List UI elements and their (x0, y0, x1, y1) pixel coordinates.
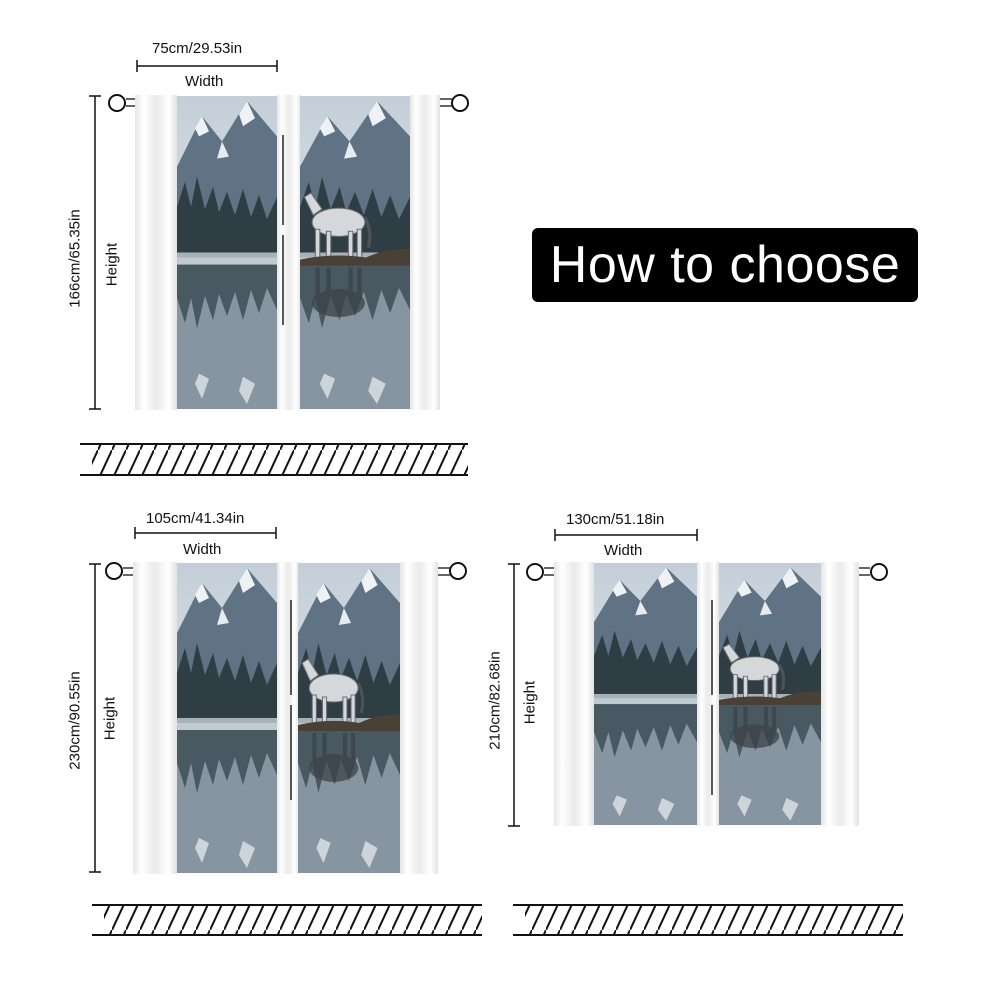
width-label-2: Width (183, 541, 222, 558)
curtain-diagram-1 (80, 60, 469, 476)
curtain-diagram-2 (89, 527, 482, 936)
width-label-3: Width (604, 542, 643, 559)
width-label-1: Width (185, 73, 224, 90)
width-value-3: 130cm/51.18in (566, 511, 665, 528)
width-value-2: 105cm/41.34in (146, 510, 245, 527)
title-banner: How to choose (532, 228, 918, 302)
title-text: How to choose (549, 236, 901, 294)
curtain-diagram-3 (508, 529, 903, 936)
width-value-1: 75cm/29.53in (152, 40, 243, 57)
